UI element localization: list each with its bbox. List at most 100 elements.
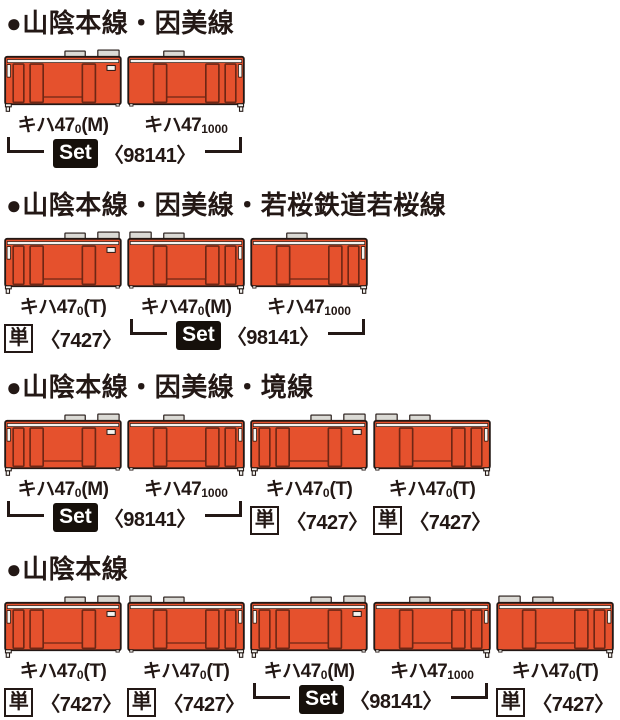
car-role: (M)	[327, 661, 355, 682]
single-number: 〈7427〉	[40, 329, 122, 352]
car-series: キハ47	[144, 115, 202, 136]
car-illustration	[127, 231, 245, 297]
car-label: キハ471000	[373, 661, 491, 683]
single-car-mark: 単〈7427〉	[373, 504, 491, 536]
single-number: 〈7427〉	[40, 693, 122, 716]
single-number: 〈7427〉	[409, 511, 491, 534]
single-badge: 単	[4, 323, 34, 353]
car-illustration	[127, 49, 245, 115]
car-number-subscript: 0	[76, 304, 84, 318]
car-number-subscript: 0	[74, 122, 82, 136]
car-label: キハ470(M)	[4, 115, 122, 137]
car-illustration	[127, 413, 245, 479]
car-art-cab-left-0	[4, 231, 122, 294]
car-number-subscript: 0	[76, 668, 84, 682]
car-art-cab-left-0	[4, 413, 122, 476]
set-group-bracket: Set〈98141〉	[253, 683, 488, 715]
car-role: (M)	[81, 479, 109, 500]
car-illustration	[373, 413, 491, 479]
set-group-bracket: Set〈98141〉	[7, 137, 242, 169]
car-label: キハ470(T)	[4, 661, 122, 683]
car-label: キハ470(T)	[4, 297, 122, 319]
car-series: キハ47	[265, 479, 324, 500]
car-illustration	[4, 595, 122, 661]
car-number-subscript: 0	[568, 668, 576, 682]
car-series: キハ47	[19, 297, 78, 318]
car-illustration	[250, 413, 368, 479]
car-number-subscript: 1000	[201, 486, 228, 500]
car-art-cab-left-0	[4, 595, 122, 658]
section-title: ●山陰本線・因美線・若桜鉄道若桜線	[6, 190, 447, 220]
single-badge: 単	[4, 687, 34, 717]
car-label: キハ471000	[250, 297, 368, 319]
car-illustration	[4, 413, 122, 479]
bracket-arm-left	[7, 137, 45, 153]
set-badge: Set	[299, 684, 344, 714]
set-number: 〈98141〉	[103, 144, 197, 167]
car-label: キハ470(M)	[4, 479, 122, 501]
car-art-cab-right-1000	[127, 50, 245, 112]
set-group-bracket: Set〈98141〉	[130, 319, 365, 351]
car-series: キハ47	[511, 661, 570, 682]
car-number-subscript: 1000	[447, 668, 474, 682]
single-number: 〈7427〉	[163, 693, 245, 716]
car-art-cab-left-0	[250, 413, 368, 476]
car-series: キハ47	[267, 297, 325, 318]
car-label: キハ470(T)	[250, 479, 368, 501]
car-label: キハ470(M)	[250, 661, 368, 683]
car-series: キハ47	[142, 661, 201, 682]
car-illustration	[4, 49, 122, 115]
car-illustration	[4, 231, 122, 297]
car-series: キハ47	[388, 479, 447, 500]
single-car-mark: 単〈7427〉	[250, 504, 368, 536]
set-number: 〈98141〉	[103, 508, 197, 531]
car-art-cab-right-0	[127, 595, 245, 658]
car-role: (M)	[204, 297, 232, 318]
car-series: キハ47	[144, 479, 202, 500]
car-number-subscript: 0	[74, 486, 82, 500]
car-illustration	[250, 231, 368, 297]
car-number-subscript: 0	[445, 486, 453, 500]
car-series: キハ47	[19, 661, 78, 682]
car-number-subscript: 1000	[201, 122, 228, 136]
car-art-cab-right-0	[496, 595, 614, 658]
set-number: 〈98141〉	[349, 690, 443, 713]
car-role: (T)	[83, 661, 107, 682]
car-illustration	[496, 595, 614, 661]
single-car-mark: 単〈7427〉	[127, 686, 245, 718]
set-badge: Set	[176, 320, 221, 350]
car-art-cab-right-0	[373, 413, 491, 476]
formation-section: ●山陰本線・因美線・若桜鉄道若桜線キハ470(T)キハ470(M)キハ47100…	[4, 190, 620, 355]
single-badge: 単	[373, 505, 403, 535]
section-title: ●山陰本線・因美線	[6, 8, 235, 38]
car-number-subscript: 0	[322, 486, 330, 500]
single-number: 〈7427〉	[286, 511, 368, 534]
car-label: キハ470(T)	[496, 661, 614, 683]
car-art-cab-left-0	[250, 595, 368, 658]
bracket-arm-left	[7, 501, 45, 517]
car-label: キハ470(T)	[373, 479, 491, 501]
section-title: ●山陰本線	[6, 554, 129, 584]
car-number-subscript: 1000	[324, 304, 351, 318]
single-car-mark: 単〈7427〉	[4, 686, 122, 718]
single-badge: 単	[496, 687, 526, 717]
car-number-subscript: 0	[197, 304, 205, 318]
car-role: (T)	[452, 479, 476, 500]
single-badge: 単	[127, 687, 157, 717]
section-title: ●山陰本線・因美線・境線	[6, 372, 314, 402]
car-series: キハ47	[390, 661, 448, 682]
bracket-arm-right	[204, 137, 242, 153]
bracket-arm-left	[253, 683, 291, 699]
car-label: キハ470(T)	[127, 661, 245, 683]
car-series: キハ47	[263, 661, 322, 682]
car-illustration	[127, 595, 245, 661]
car-art-cab-right-1000	[250, 232, 368, 294]
car-role: (M)	[81, 115, 109, 136]
set-group-bracket: Set〈98141〉	[7, 501, 242, 533]
